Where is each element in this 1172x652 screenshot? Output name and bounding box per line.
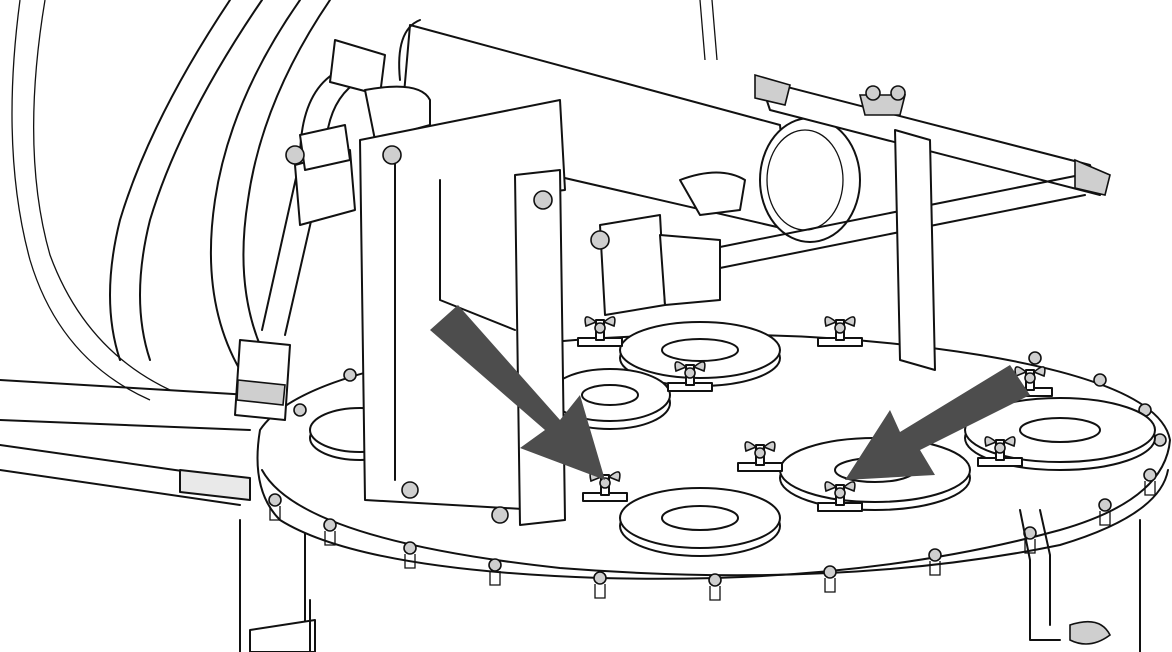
bolt (593, 571, 607, 599)
bolt (1028, 351, 1042, 365)
bolt (928, 548, 942, 576)
bolt (488, 558, 502, 586)
bolt (323, 518, 337, 546)
bolt (1143, 468, 1157, 496)
wing-nut-clamp (577, 316, 623, 347)
top-frame-right (704, 73, 1111, 371)
pipe-left (234, 39, 431, 421)
left-wing-nut-arrow (430, 305, 605, 480)
bolt (268, 493, 282, 521)
right-wing-nut-arrow (845, 365, 1030, 480)
filter-ring (619, 487, 781, 557)
bolt (1093, 373, 1107, 387)
base-frame-left (0, 379, 316, 652)
bolt (708, 573, 722, 601)
filter-rings (309, 321, 1156, 557)
wing-nut-clamp (667, 361, 713, 392)
bolt (823, 565, 837, 593)
bolt (343, 368, 357, 382)
bolt (1023, 526, 1037, 554)
background-hose-arcs (11, 0, 718, 401)
filter-ring (619, 321, 781, 387)
mounting-bracket-right (1019, 509, 1112, 645)
wing-nut-clamp (737, 441, 783, 472)
solenoid-valve-left (285, 124, 356, 226)
solenoid-valve-right (590, 171, 746, 316)
bolt (293, 403, 307, 417)
wing-nut-clamps (577, 316, 1053, 512)
wing-nut-clamp (977, 436, 1023, 467)
bolt (1098, 498, 1112, 526)
wing-nut-clamp (817, 316, 863, 347)
wing-nut-clamp-front-right (817, 481, 863, 512)
bolt (403, 541, 417, 569)
